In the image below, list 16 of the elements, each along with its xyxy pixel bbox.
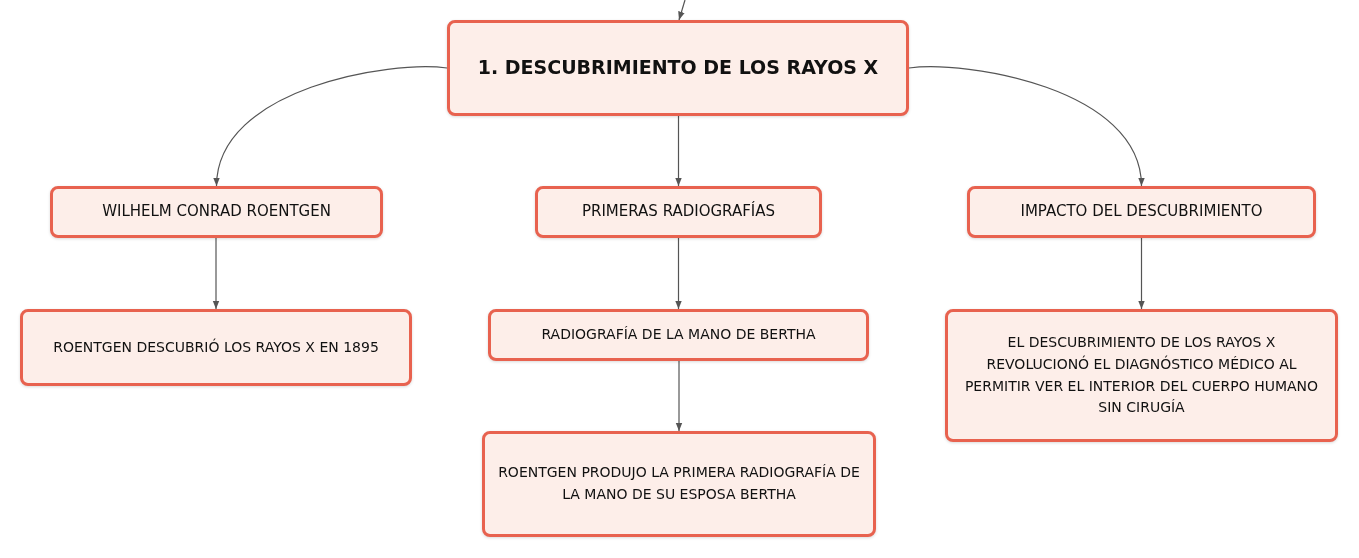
connector-arrow bbox=[1138, 237, 1145, 310]
topic-box: ROENTGEN PRODUJO LA PRIMERA RADIOGRAFÍA DE LA MANO DE SU ESPOSA BERTHA bbox=[482, 431, 876, 537]
connector-arrow bbox=[212, 237, 220, 310]
topic-box: PRIMERAS RADIOGRAFÍAS bbox=[535, 186, 822, 238]
topic-box: EL DESCUBRIMIENTO DE LOS RAYOS X REVOLUCIONÓ EL DIAGNÓSTICO MÉDICO AL PERMITIR VER EL INTERIOR DEL CUERPO HUMANO SIN CIRUGÍA bbox=[945, 309, 1338, 442]
connector-arrow bbox=[908, 66, 1144, 187]
connector-arrow bbox=[675, 115, 682, 187]
connector-arrow bbox=[214, 66, 448, 187]
topic-box: WILHELM CONRAD ROENTGEN bbox=[50, 186, 383, 238]
main-topic-box: 1. DESCUBRIMIENTO DE LOS RAYOS X bbox=[447, 20, 909, 116]
connector-arrow bbox=[675, 237, 682, 310]
connector-arrow bbox=[675, 360, 683, 432]
connector-arrow bbox=[678, 0, 686, 21]
topic-box: ROENTGEN DESCUBRIÓ LOS RAYOS X EN 1895 bbox=[20, 309, 412, 386]
topic-box: IMPACTO DEL DESCUBRIMIENTO bbox=[967, 186, 1316, 238]
topic-box: RADIOGRAFÍA DE LA MANO DE BERTHA bbox=[488, 309, 869, 361]
